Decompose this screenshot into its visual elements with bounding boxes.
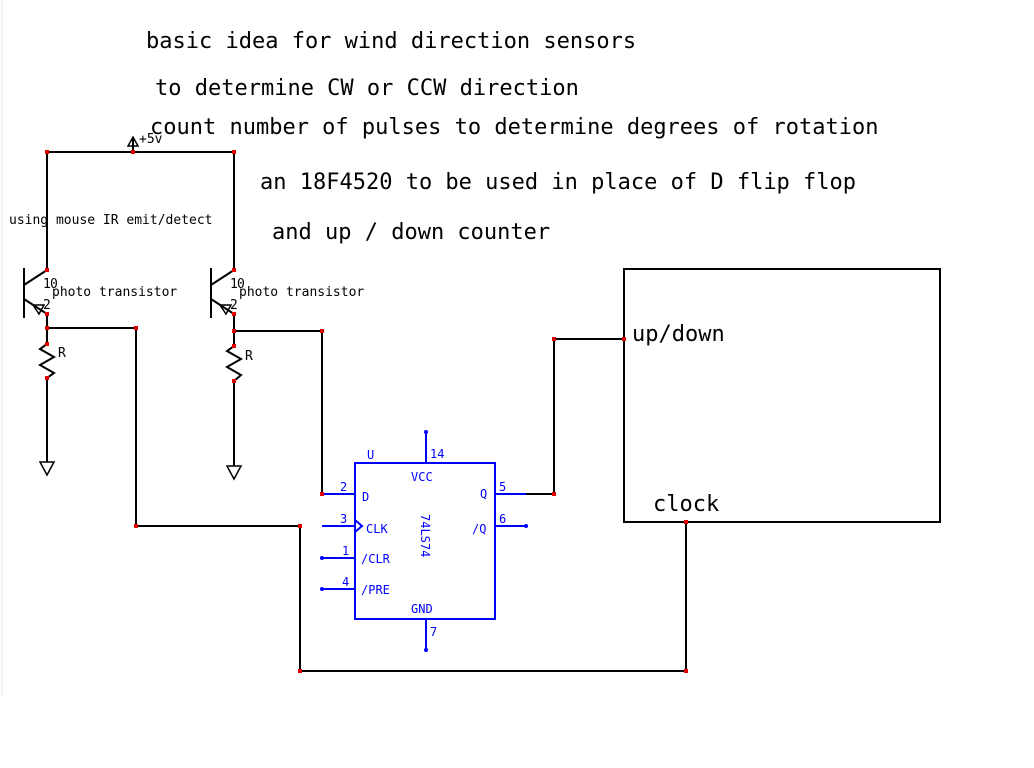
pin-pre-name: /PRE xyxy=(361,583,390,597)
supply-5v: +5v xyxy=(126,132,163,152)
counter-clock-label: clock xyxy=(653,492,719,517)
note-title: basic idea for wind direction sensors xyxy=(146,29,636,54)
sensor-note: using mouse IR emit/detect xyxy=(9,213,213,228)
resistor-left: R xyxy=(37,328,66,462)
note-microcontroller: an 18F4520 to be used in place of D flip… xyxy=(260,170,856,195)
pin-q-number: 5 xyxy=(499,480,506,494)
resistor-label: R xyxy=(245,349,253,364)
photo-transistor-right: 1 0 2 photo transistor xyxy=(210,268,364,318)
note-counter: and up / down counter xyxy=(272,220,550,245)
pin-number: 1 xyxy=(43,277,51,292)
wire xyxy=(135,328,687,672)
pin-number: 0 xyxy=(50,277,58,292)
ground-left xyxy=(38,461,56,477)
chip-ref: U xyxy=(367,448,374,462)
pin-clr-name: /CLR xyxy=(361,552,391,566)
junction-nodes xyxy=(45,150,688,673)
pin-number: 1 xyxy=(230,277,238,292)
flip-flop-chip: U 14 VCC GND 7 74LS74 2 D 3 CLK 1 /CLR 4… xyxy=(320,430,528,652)
transistor-label: photo transistor xyxy=(52,285,177,300)
pin-gnd-number: 7 xyxy=(430,625,437,639)
pin-vcc-number: 14 xyxy=(430,447,444,461)
chip-part-number: 74LS74 xyxy=(418,514,432,557)
pin-clr-number: 1 xyxy=(342,544,349,558)
pin-d-number: 2 xyxy=(340,480,347,494)
ground-right xyxy=(225,465,243,481)
pin-number: 2 xyxy=(43,298,51,313)
note-direction: to determine CW or CCW direction xyxy=(155,76,579,101)
note-pulses: count number of pulses to determine degr… xyxy=(150,115,878,140)
transistor-label: photo transistor xyxy=(239,285,364,300)
supply-rail xyxy=(46,151,235,270)
photo-transistor-left: 1 0 2 photo transistor xyxy=(23,268,177,318)
pin-d-name: D xyxy=(362,490,369,504)
pin-qbar-name: /Q xyxy=(472,522,486,536)
pin-clk-number: 3 xyxy=(340,512,347,526)
resistor-label: R xyxy=(58,346,66,361)
pin-number: 2 xyxy=(230,298,238,313)
pin-pre-number: 4 xyxy=(342,575,349,589)
pin-qbar-number: 6 xyxy=(499,512,506,526)
resistor-right: R xyxy=(224,331,253,466)
chip-gnd-label: GND xyxy=(411,602,433,616)
counter-block: up/down clock xyxy=(623,268,941,523)
pin-q-name: Q xyxy=(480,487,487,501)
counter-updown-label: up/down xyxy=(632,322,725,347)
pin-number: 0 xyxy=(237,277,245,292)
supply-label: +5v xyxy=(139,132,163,147)
chip-vcc-label: VCC xyxy=(411,470,433,484)
pin-clk-name: CLK xyxy=(366,522,388,536)
